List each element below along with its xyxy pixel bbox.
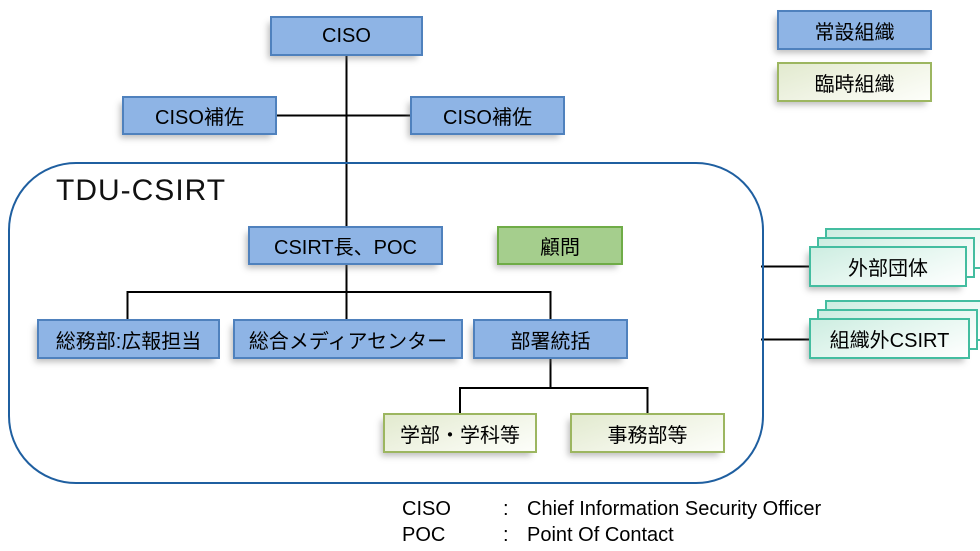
glossary-row-poc: POC : Point Of Contact: [402, 522, 821, 548]
node-ciso-label: CISO: [322, 24, 371, 47]
node-external-csirt-front: 組織外CSIRT: [809, 318, 970, 359]
glossary-term: POC: [402, 524, 446, 546]
node-ciso-assistant-left: CISO補佐: [122, 96, 277, 135]
glossary-term: CISO: [402, 498, 451, 520]
tdu-csirt-frame: TDU-CSIRT: [8, 162, 764, 484]
glossary-definition: Point Of Contact: [527, 524, 674, 546]
legend-temporary-org-label: 臨時組織: [814, 73, 895, 96]
node-media-center-label: 総合メディアセンター: [248, 330, 448, 353]
node-csirt-head-poc: CSIRT長、POC: [248, 226, 443, 265]
glossary-colon: :: [503, 498, 509, 520]
legend-temporary-org: 臨時組織: [777, 62, 932, 102]
node-ciso-assistant-right: CISO補佐: [410, 96, 565, 135]
node-csirt-head-poc-label: CSIRT長、POC: [274, 237, 417, 259]
node-media-center: 総合メディアセンター: [233, 319, 463, 359]
node-advisor: 顧問: [497, 226, 623, 265]
node-general-affairs-pr: 総務部:広報担当: [37, 319, 220, 359]
node-external-organizations-front: 外部団体: [809, 246, 967, 287]
node-ciso-assistant-right-label: CISO補佐: [443, 107, 532, 129]
node-general-affairs-pr-label: 総務部:広報担当: [55, 330, 202, 353]
node-ciso: CISO: [270, 16, 423, 56]
node-ciso-assistant-left-label: CISO補佐: [155, 107, 244, 129]
glossary-definition: Chief Information Security Officer: [527, 498, 822, 520]
glossary-row-ciso: CISO : Chief Information Security Office…: [402, 496, 821, 522]
legend-permanent-org-label: 常設組織: [814, 21, 895, 44]
node-external-csirt-label: 組織外CSIRT: [829, 330, 950, 352]
node-faculties-departments: 学部・学科等: [383, 413, 537, 453]
node-department-supervision-label: 部署統括: [510, 330, 591, 353]
node-administrative-departments-label: 事務部等: [607, 424, 688, 447]
node-administrative-departments: 事務部等: [570, 413, 725, 453]
glossary: CISO : Chief Information Security Office…: [402, 496, 821, 548]
node-advisor-label: 顧問: [540, 237, 580, 259]
glossary-colon: :: [503, 524, 509, 546]
node-department-supervision: 部署統括: [473, 319, 628, 359]
node-external-organizations: 外部団体: [809, 228, 980, 287]
node-faculties-departments-label: 学部・学科等: [400, 424, 520, 447]
node-external-organizations-label: 外部団体: [848, 258, 928, 280]
tdu-csirt-title: TDU-CSIRT: [56, 174, 227, 207]
node-external-csirt: 組織外CSIRT: [809, 300, 980, 359]
legend-permanent-org: 常設組織: [777, 10, 932, 50]
